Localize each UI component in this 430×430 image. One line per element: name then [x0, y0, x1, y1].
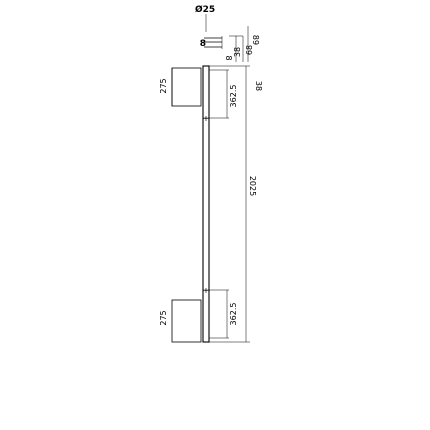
- dim-plate-depth-top: 89: [251, 35, 260, 45]
- handle-bar: + +: [202, 65, 210, 343]
- mount-plate-bottom: 275 362.5: [159, 289, 238, 343]
- dim-plate-height-bottom: 275: [159, 310, 168, 325]
- dim-plate-depth-side: 38: [254, 81, 263, 91]
- dim-plate-height-top: 275: [159, 78, 168, 93]
- diameter-label: Ø25: [195, 4, 215, 15]
- dim-standoff: 8: [200, 39, 206, 49]
- mount-plate-top: 275 362.5: [159, 67, 238, 119]
- dim-projection-inner: 38: [233, 47, 242, 57]
- dim-total-length: 2025: [248, 176, 257, 196]
- dim-mount-offset-top: 362.5: [229, 85, 238, 108]
- dim-mount-offset-bottom: 362.5: [229, 303, 238, 326]
- plate-depth-dims: 89 8 38: [224, 35, 263, 91]
- dim-plate-width-side: 8: [224, 55, 233, 60]
- top-view: Ø25 8: [195, 4, 223, 49]
- svg-text:+: +: [203, 286, 210, 295]
- overall-length-dim: 2025: [209, 65, 257, 343]
- svg-text:+: +: [203, 114, 210, 123]
- dim-projection-outer: 68: [245, 45, 254, 55]
- projection-dims: 38 68: [229, 26, 254, 62]
